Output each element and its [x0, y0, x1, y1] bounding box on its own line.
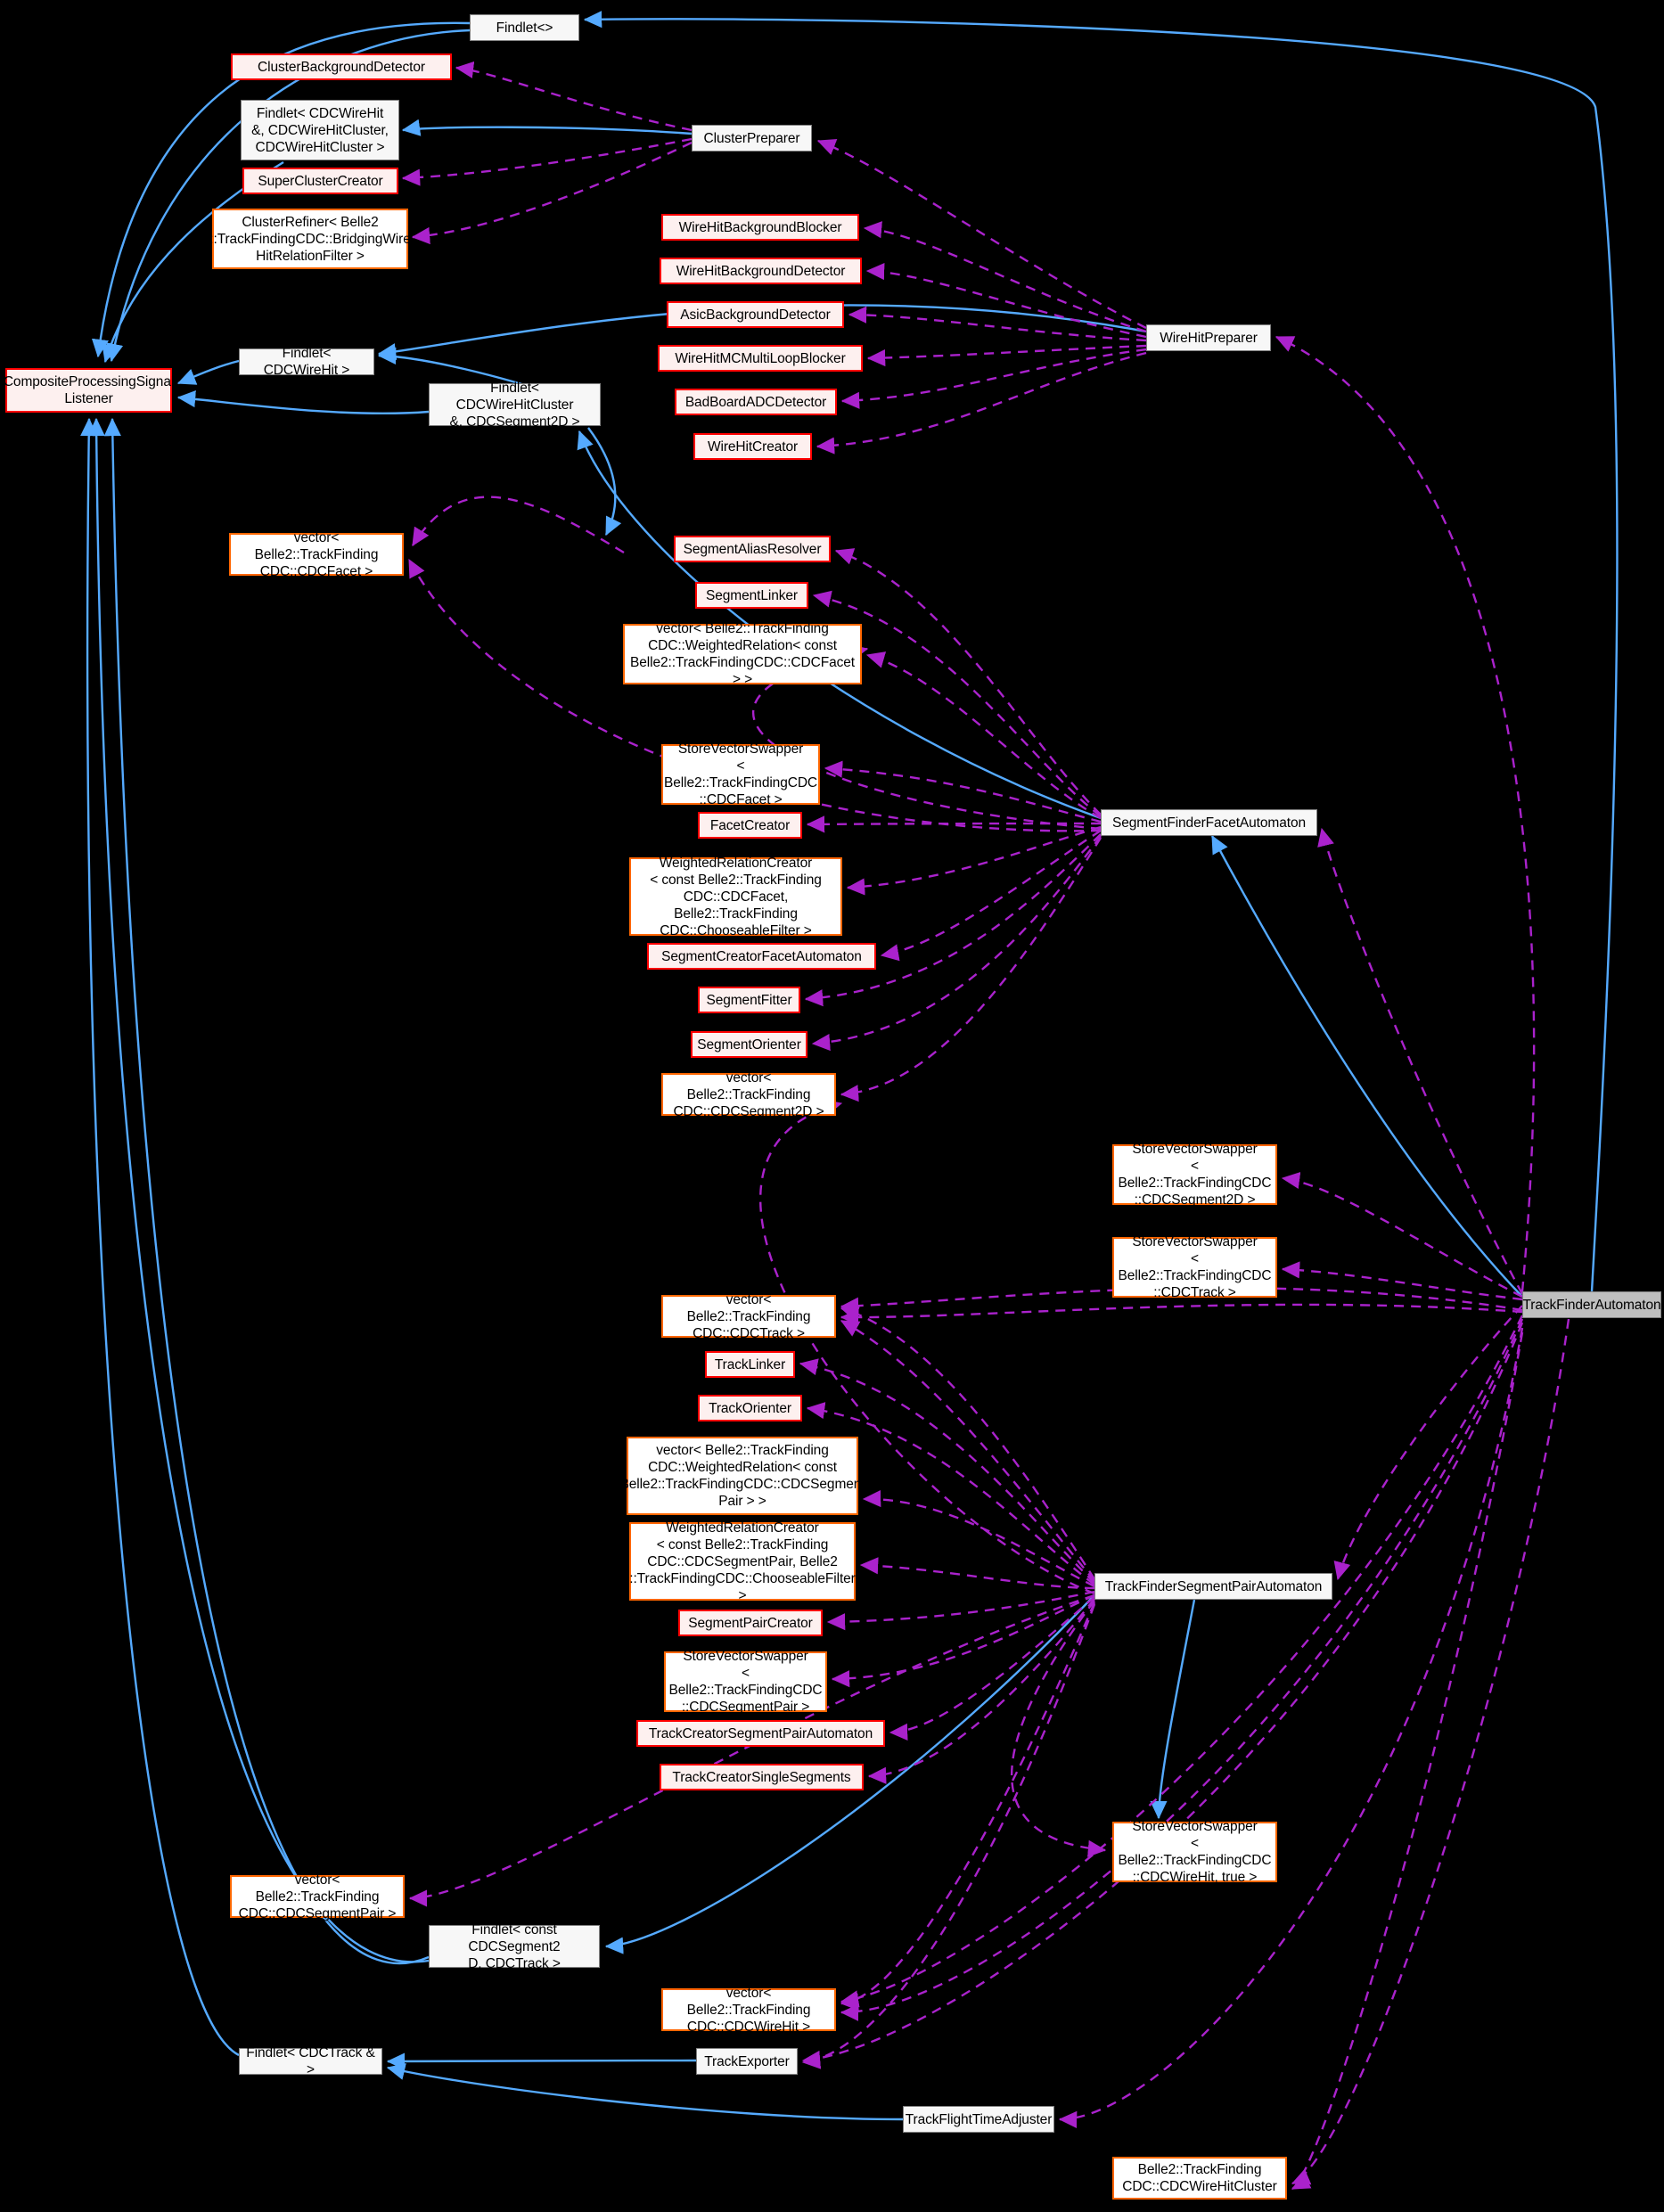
graph-node-vec_wr_segpair[interactable]: vector< Belle2::TrackFinding CDC::Weight… — [619, 1437, 865, 1515]
graph-node-super_cluster[interactable]: SuperClusterCreator — [242, 168, 398, 194]
graph-node-segment_orienter[interactable]: SegmentOrienter — [691, 1031, 807, 1058]
graph-node-svs_track[interactable]: StoreVectorSwapper < Belle2::TrackFindin… — [1112, 1234, 1277, 1300]
graph-node-svs_seg2d[interactable]: StoreVectorSwapper < Belle2::TrackFindin… — [1112, 1142, 1277, 1208]
graph-node-findlet_empty[interactable]: Findlet<> — [470, 14, 579, 41]
graph-node-track_linker[interactable]: TrackLinker — [705, 1351, 795, 1378]
graph-node-svs_facet[interactable]: StoreVectorSwapper < Belle2::TrackFindin… — [661, 741, 820, 807]
graph-node-segment_alias[interactable]: SegmentAliasResolver — [674, 536, 831, 562]
graph-node-findlet_const_seg[interactable]: Findlet< const CDCSegment2 D, CDCTrack > — [429, 1922, 600, 1971]
graph-node-cluster_refiner[interactable]: ClusterRefiner< Belle2 ::TrackFindingCDC… — [209, 209, 411, 269]
graph-node-track_exporter[interactable]: TrackExporter — [696, 2048, 798, 2075]
graph-node-wirehit_creator[interactable]: WireHitCreator — [693, 433, 812, 460]
graph-node-svs_segpair[interactable]: StoreVectorSwapper < Belle2::TrackFindin… — [664, 1649, 827, 1715]
graph-node-wrc_segpair[interactable]: WeightedRelationCreator < const Belle2::… — [629, 1520, 856, 1603]
graph-node-findlet_cluster_seg[interactable]: Findlet< CDCWireHitCluster &, CDCSegment… — [429, 381, 601, 430]
graph-node-track_flight_time[interactable]: TrackFlightTimeAdjuster — [903, 2106, 1054, 2133]
graph-node-asic_bg_detector[interactable]: AsicBackgroundDetector — [667, 301, 844, 328]
graph-node-wirehit_mc_blocker[interactable]: WireHitMCMultiLoopBlocker — [658, 345, 863, 372]
graph-node-vec_wirehit[interactable]: vector< Belle2::TrackFinding CDC::CDCWir… — [661, 1986, 836, 2035]
graph-node-seg_creator_facet[interactable]: SegmentCreatorFacetAutomaton — [647, 943, 876, 970]
graph-node-cluster_preparer[interactable]: ClusterPreparer — [692, 125, 812, 152]
graph-node-cluster_bg_detector[interactable]: ClusterBackgroundDetector — [231, 53, 452, 80]
graph-node-vec_segpair[interactable]: vector< Belle2::TrackFinding CDC::CDCSeg… — [230, 1872, 405, 1921]
graph-node-wirehit_preparer[interactable]: WireHitPreparer — [1146, 324, 1271, 351]
graph-node-vec_seg2d[interactable]: vector< Belle2::TrackFinding CDC::CDCSeg… — [661, 1070, 836, 1119]
graph-node-facet_creator[interactable]: FacetCreator — [698, 812, 802, 839]
graph-node-findlet_wirehit[interactable]: Findlet< CDCWireHit > — [239, 346, 374, 378]
graph-node-composite_listener[interactable]: CompositeProcessingSignal Listener — [4, 368, 174, 413]
graph-node-vec_wirehit_cluster[interactable]: vector< Belle2::TrackFinding CDC::CDCWir… — [1112, 2145, 1287, 2211]
graph-node-trackfinder_segpair[interactable]: TrackFinderSegmentPairAutomaton — [1094, 1573, 1332, 1600]
graph-node-vec_track[interactable]: vector< Belle2::TrackFinding CDC::CDCTra… — [661, 1292, 836, 1341]
graph-node-segfinder_facet[interactable]: SegmentFinderFacetAutomaton — [1101, 809, 1317, 836]
graph-node-badboard_adc[interactable]: BadBoardADCDetector — [675, 389, 837, 415]
graph-node-track_finder_auto[interactable]: TrackFinderAutomaton — [1522, 1291, 1661, 1318]
graph-node-segment_fitter[interactable]: SegmentFitter — [698, 987, 800, 1013]
graph-node-findlet_wirehit3[interactable]: Findlet< CDCWireHit &, CDCWireHitCluster… — [241, 100, 399, 160]
graph-node-segpair_creator[interactable]: SegmentPairCreator — [678, 1610, 823, 1636]
graph-node-tc_single_seg[interactable]: TrackCreatorSingleSegments — [660, 1764, 864, 1790]
graph-node-track_orienter[interactable]: TrackOrienter — [698, 1395, 802, 1421]
graph-node-vec_facet[interactable]: vector< Belle2::TrackFinding CDC::CDCFac… — [229, 530, 404, 579]
graph-node-segment_linker[interactable]: SegmentLinker — [695, 582, 808, 609]
graph-node-svs_wirehit_true[interactable]: StoreVectorSwapper < Belle2::TrackFindin… — [1112, 1819, 1277, 1885]
graph-node-wirehit_bg_blocker[interactable]: WireHitBackgroundBlocker — [661, 214, 859, 241]
graph-node-wrc_facet[interactable]: WeightedRelationCreator < const Belle2::… — [629, 856, 842, 938]
graph-node-findlet_track_ref[interactable]: Findlet< CDCTrack & > — [239, 2045, 382, 2077]
graph-node-tcs_pair_auto[interactable]: TrackCreatorSegmentPairAutomaton — [636, 1720, 885, 1747]
graph-node-wirehit_bg_detector[interactable]: WireHitBackgroundDetector — [660, 258, 862, 284]
graph-node-vec_wr_facet[interactable]: vector< Belle2::TrackFinding CDC::Weight… — [623, 621, 862, 687]
